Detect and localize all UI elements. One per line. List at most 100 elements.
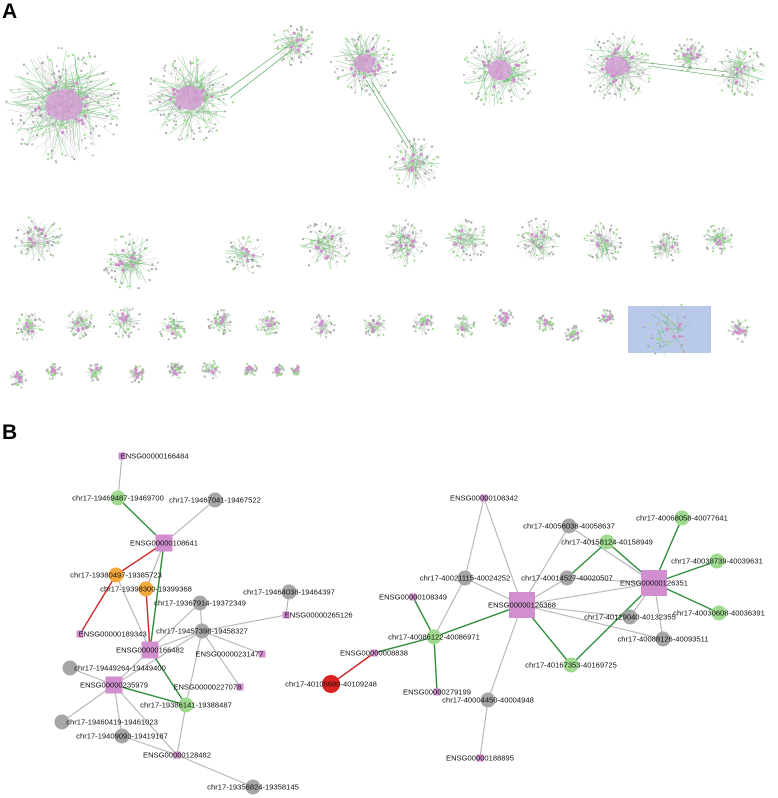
cluster-thumbnail — [412, 312, 435, 335]
node-label: chr17-40068058-40077641 — [636, 514, 728, 523]
cluster-thumbnail — [225, 235, 265, 274]
locus-node — [480, 692, 496, 708]
cluster-thumbnail — [462, 31, 538, 107]
cluster-thumbnail — [727, 319, 751, 343]
cluster-thumbnail — [493, 308, 515, 328]
network-edge — [521, 604, 664, 640]
network-edge — [568, 525, 655, 584]
locus-node — [655, 631, 671, 647]
locus-node — [322, 675, 340, 693]
network-edge — [201, 630, 241, 688]
network-edge — [521, 604, 631, 618]
node-label: chr17-19386141-19388487 — [140, 701, 232, 710]
node-label: chr17-19367914-19372349 — [154, 599, 246, 608]
cluster-thumbnail — [255, 310, 281, 336]
node-label: chr17-40021115-40024252 — [420, 574, 511, 583]
node-label: chr17-19460419-19461023 — [66, 718, 158, 727]
network-edge — [433, 636, 438, 693]
cluster-thumbnail — [201, 360, 221, 380]
cluster-bridge-edge — [371, 81, 415, 151]
network-edge — [149, 630, 203, 651]
cluster-bridge-edge — [229, 49, 293, 99]
cluster-thumbnail — [86, 363, 103, 382]
gene-node — [641, 570, 667, 596]
network-edge — [113, 684, 187, 706]
cluster-thumbnail — [146, 55, 234, 142]
network-edge — [61, 684, 115, 723]
network-edge — [464, 497, 485, 579]
locus-node — [108, 567, 124, 583]
node-label: ENSG00000008838 — [340, 649, 408, 658]
network-edge — [149, 542, 165, 651]
node-label: chr17-40038739-40039631 — [671, 557, 763, 566]
cluster-thumbnail — [673, 38, 708, 72]
cluster-thumbnail — [5, 46, 121, 164]
cluster-thumbnail — [66, 310, 96, 340]
network-edge — [487, 604, 523, 701]
network-edge — [479, 699, 489, 759]
locus-node — [426, 629, 442, 645]
node-label: chr17-19449264-19449400 — [74, 664, 166, 673]
network-edge — [176, 754, 254, 788]
node-label: chr17-40014527-40020507 — [521, 574, 613, 583]
cluster-thumbnail — [583, 31, 654, 101]
network-edge — [433, 604, 523, 638]
node-label: chr17-40004450-40004948 — [442, 696, 534, 705]
gene-node — [141, 641, 159, 659]
cluster-bridge-edge — [365, 79, 409, 149]
gene-node — [433, 688, 441, 696]
cluster-thumbnail — [45, 363, 63, 380]
locus-node — [207, 492, 223, 508]
panel-a-label: A — [2, 0, 18, 23]
locus-node — [711, 605, 727, 621]
locus-node — [674, 510, 690, 526]
gene-node — [258, 650, 266, 658]
network-edge — [521, 525, 570, 606]
cluster-thumbnail — [14, 216, 63, 262]
locus-node — [62, 660, 78, 676]
locus-node — [559, 570, 575, 586]
network-edge — [566, 541, 608, 579]
node-label: ENSG00000128482 — [143, 751, 211, 760]
network-edge — [149, 649, 187, 706]
cluster-thumbnail — [363, 312, 387, 338]
cluster-thumbnail — [564, 324, 583, 343]
cluster-thumbnail — [243, 362, 258, 377]
network-edge — [570, 582, 655, 666]
network-overview-panel — [5, 25, 765, 389]
locus-node — [110, 490, 126, 506]
node-label: ENSG00000126351 — [620, 579, 688, 588]
node-label: chr17-40129040-40132355 — [584, 613, 676, 622]
locus-node — [54, 714, 70, 730]
locus-node — [622, 609, 638, 625]
node-label: ENSG00000166484 — [121, 452, 189, 461]
locus-node — [138, 581, 154, 597]
cluster-thumbnail — [703, 224, 733, 255]
node-label: chr17-40105680-40109248 — [285, 680, 377, 689]
panel-b-label: B — [2, 421, 18, 444]
node-label: chr17-40167353-40169725 — [525, 661, 617, 670]
cluster-thumbnail — [166, 361, 186, 379]
node-label: chr17-40030608-40036391 — [673, 609, 765, 618]
cluster-thumbnail — [329, 30, 397, 96]
locus-node — [194, 623, 210, 639]
network-edge — [412, 596, 435, 638]
node-label: ENSG00000108349 — [379, 593, 447, 602]
cluster-thumbnail — [273, 25, 314, 66]
node-label: chr17-19457398-19458327 — [156, 627, 248, 636]
network-edge — [185, 630, 203, 706]
cluster-thumbnail — [383, 219, 428, 268]
cluster-thumbnail — [583, 222, 624, 262]
node-label: ENSG00000188895 — [446, 754, 514, 763]
gene-node — [409, 593, 417, 601]
network-edge — [373, 636, 435, 654]
cluster-thumbnail — [310, 313, 336, 339]
cluster-thumbnail — [454, 314, 476, 338]
cluster-thumbnail — [128, 365, 145, 384]
node-label: ENSG00000279199 — [403, 688, 471, 697]
locus-node — [245, 779, 261, 795]
network-nodes — [54, 452, 727, 795]
node-label: chr17-19464038-19464397 — [243, 588, 335, 597]
network-edge — [201, 614, 287, 632]
